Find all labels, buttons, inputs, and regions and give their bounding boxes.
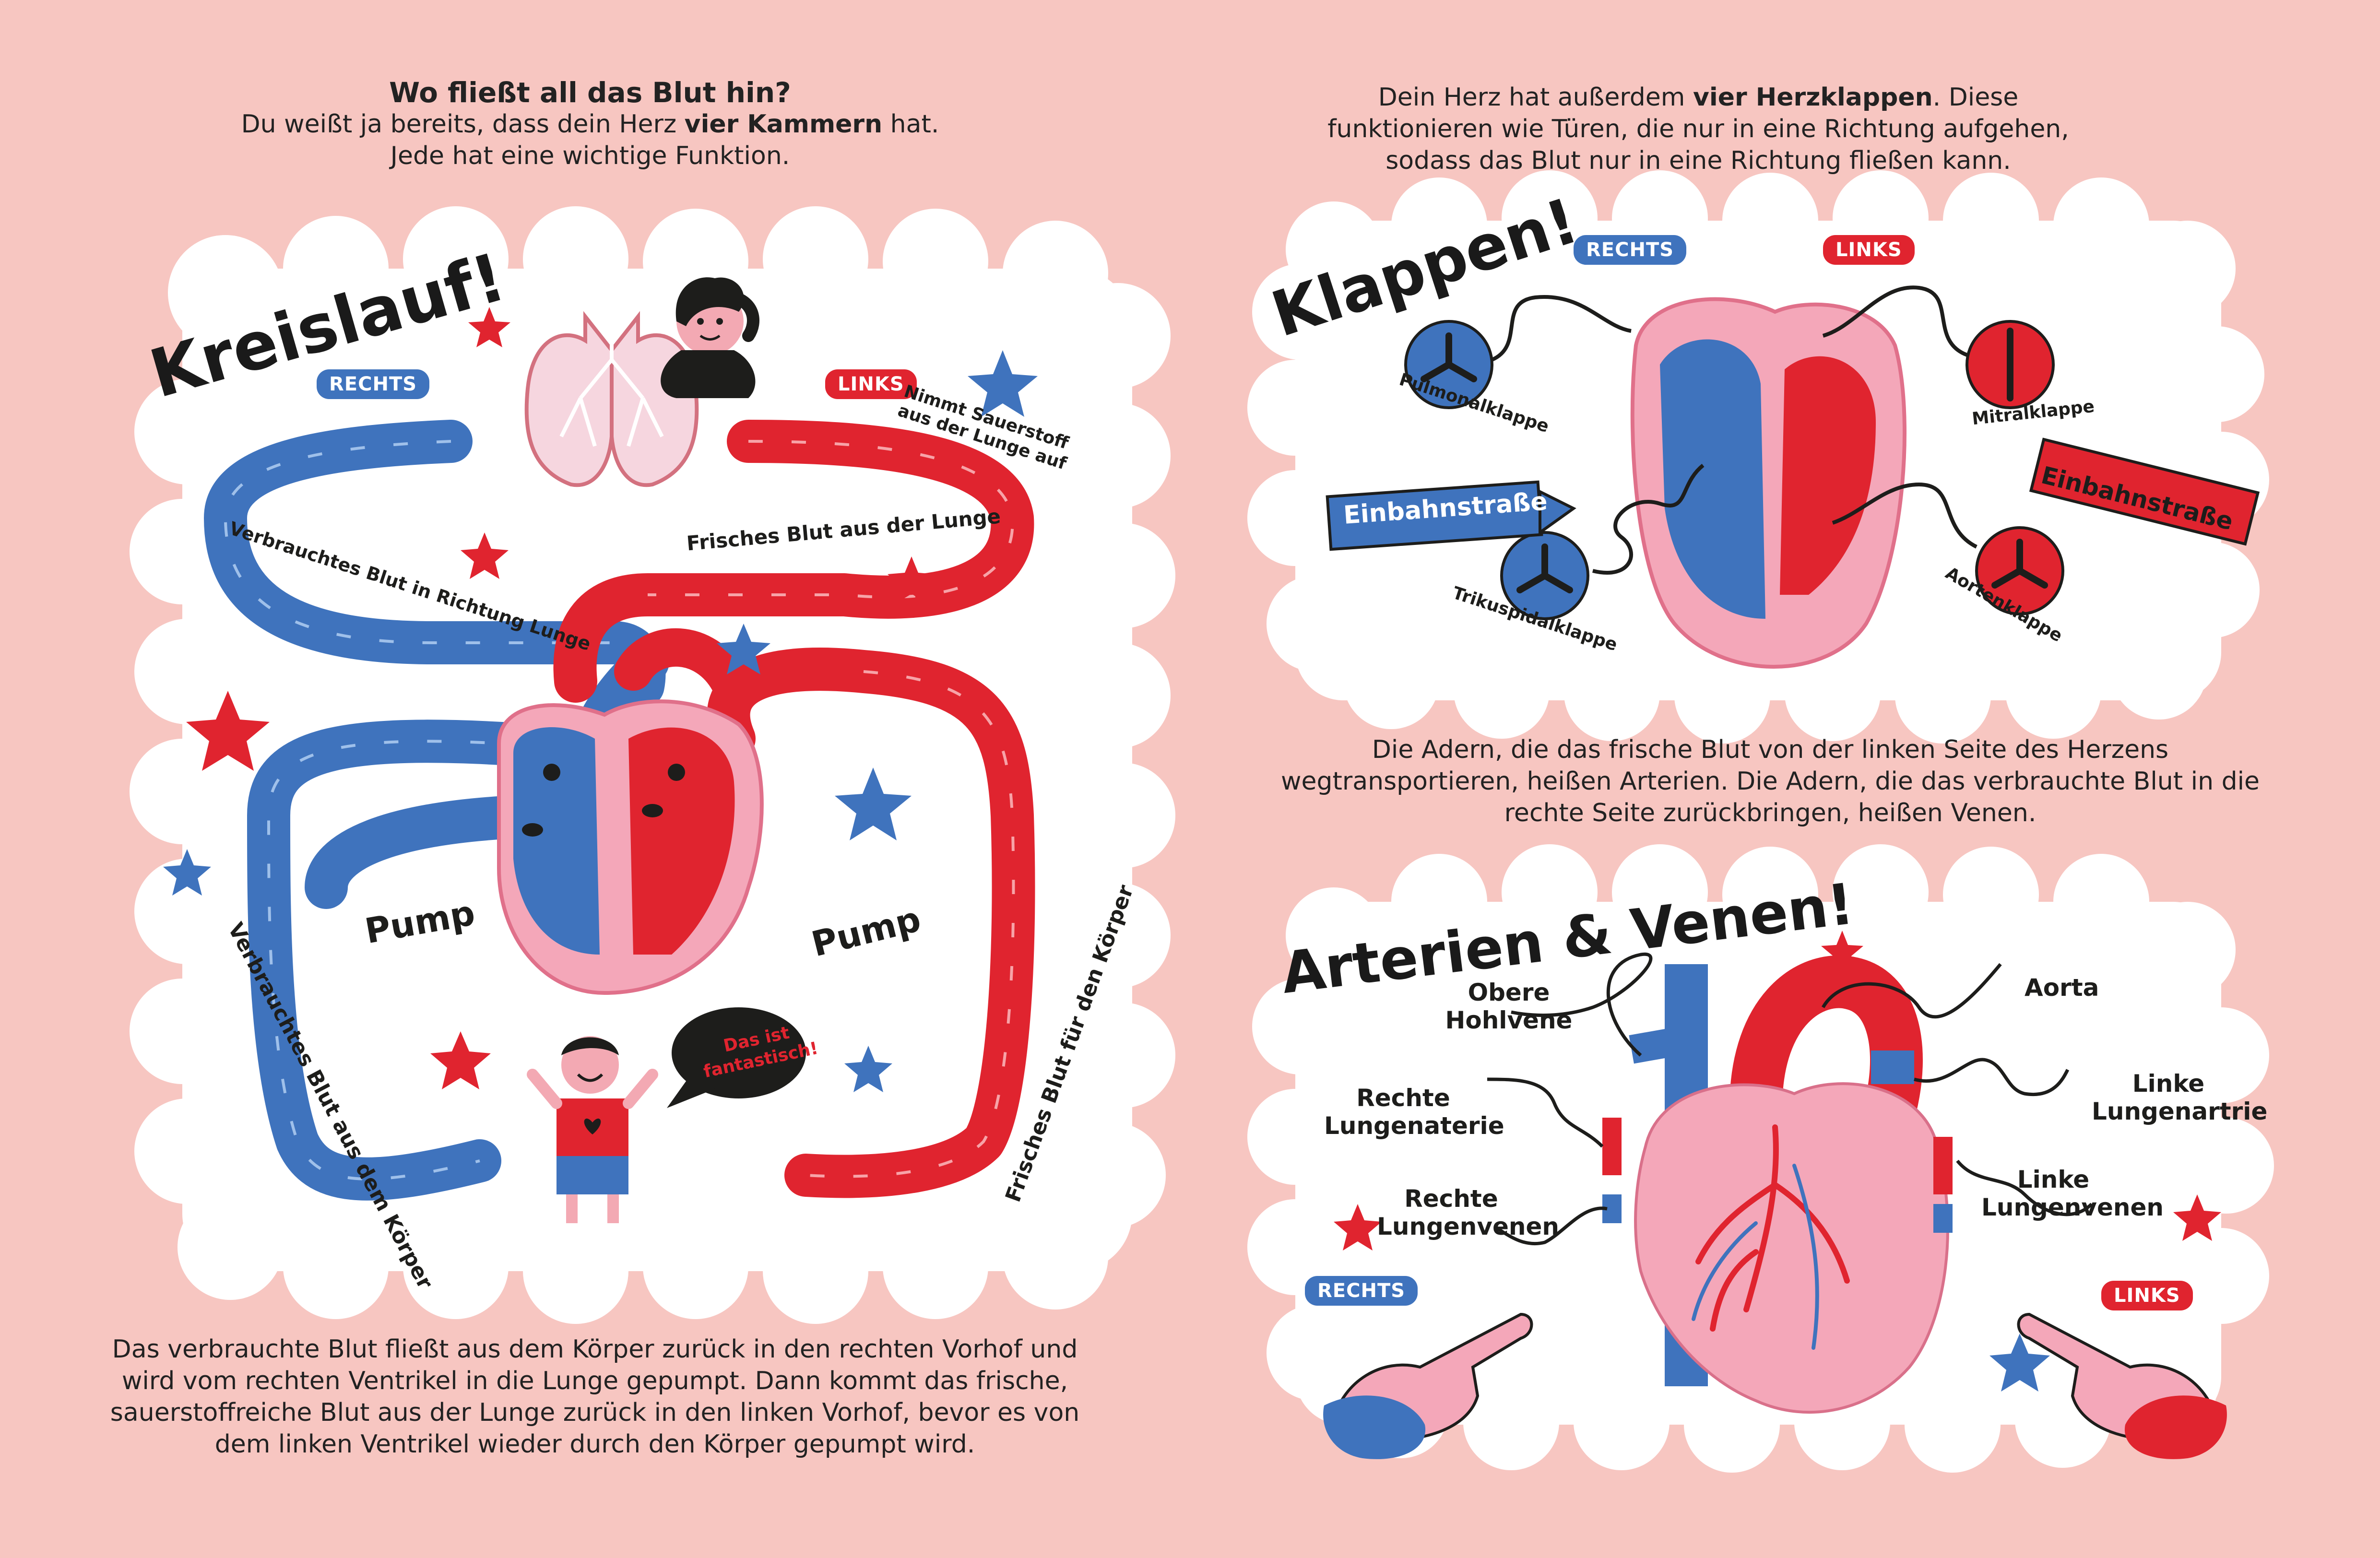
valves-intro: Dein Herz hat außerdem vier Herzklappen.…: [1327, 83, 2069, 175]
arteries-veins-illustration: [1323, 931, 2227, 1459]
linke-lungenvenen-label: Linke Lungenvenen: [1981, 1166, 2164, 1221]
one-way-sign-right: [2029, 437, 2260, 546]
girl-figure: [661, 277, 759, 398]
valves-heart: [1630, 297, 1906, 669]
vessels-intro: Die Adern, die das frische Blut von der …: [1280, 735, 2260, 827]
aorta-label: Aorta: [2025, 974, 2099, 1002]
kreislauf-rechts-badge: RECHTS: [317, 369, 430, 399]
obere-hohlvene-label: Obere Hohlvene: [1445, 979, 1573, 1034]
one-way-sign-left: [1326, 480, 1576, 551]
klappen-links-badge: LINKS: [1823, 235, 1915, 265]
speech-bubble: [667, 1007, 806, 1108]
kreislauf-links-badge: LINKS: [825, 369, 917, 399]
valves-illustration: [1326, 285, 2260, 669]
left-footer: Das verbrauchte Blut fließt aus dem Körp…: [110, 1335, 1080, 1459]
boy-figure: [527, 1036, 658, 1223]
klappen-rechts-badge: RECHTS: [1574, 235, 1687, 265]
mitral-valve-circle: [1966, 320, 2055, 409]
pulmonal-valve-circle: [1404, 320, 1493, 409]
decorative-stars: [186, 307, 935, 1089]
linke-lungenartrie-label: Linke Lungenartrie: [2092, 1070, 2268, 1125]
circulation-illustration: [163, 277, 1038, 1223]
rechte-lungenvenen-label: Rechte Lungenvenen: [1377, 1185, 1559, 1240]
heart-cross-section: [497, 699, 764, 995]
aorten-valve-circle: [1975, 526, 2064, 615]
left-intro-line2: Jede hat eine wichtige Funktion.: [390, 142, 790, 170]
vessels-links-badge: LINKS: [2101, 1281, 2193, 1310]
left-intro: Wo fließt all das Blut hin? Du weißt ja …: [211, 77, 969, 172]
lungs-shape: [524, 311, 699, 487]
vessels-rechts-badge: RECHTS: [1305, 1276, 1418, 1306]
rechte-lungenaterie-label: Rechte Lungenaterie: [1324, 1084, 1504, 1140]
trikuspidal-valve-circle: [1500, 531, 1589, 620]
left-heading: Wo fließt all das Blut hin?: [389, 76, 791, 109]
hand-left: [1323, 1312, 1533, 1459]
hand-right: [2017, 1312, 2227, 1459]
left-intro-line1: Du weißt ja bereits, dass dein Herz vier…: [241, 110, 939, 139]
